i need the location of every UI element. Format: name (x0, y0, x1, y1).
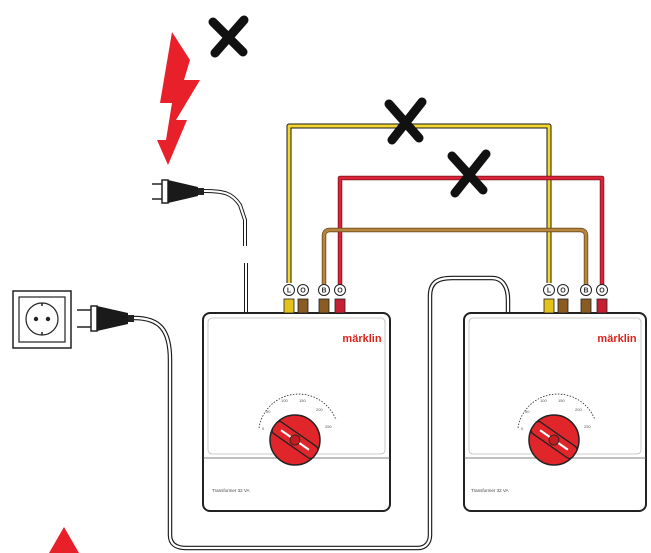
dial-scale-label: 50 (266, 409, 271, 414)
brown-wire (321, 227, 589, 285)
speed-dial: 0 50 100 150 200 250 (258, 393, 337, 466)
dial-scale-label: 150 (558, 398, 565, 403)
dial-scale-label: 200 (316, 407, 323, 412)
terminal-label: B (583, 288, 588, 295)
transformer-right: L O B O märklin 0 50 100 150 200 250 (463, 284, 647, 512)
prohibited-x-icon (384, 97, 427, 145)
brand-logo: märklin (342, 333, 381, 345)
warning-triangle-icon (49, 527, 79, 553)
plug-icon (77, 305, 134, 332)
model-label: Transformer 32 VA (471, 488, 509, 493)
speed-dial: 0 50 100 150 200 250 (517, 393, 596, 466)
dial-scale-label: 100 (281, 398, 288, 403)
model-label: Transformer 32 VA (212, 488, 250, 493)
wall-socket-icon (12, 290, 72, 349)
lightning-icon (157, 32, 200, 165)
dial-scale-label: 150 (299, 398, 306, 403)
yellow-wire (286, 123, 552, 283)
dial-scale-label: 50 (525, 409, 530, 414)
prohibited-x-icon (208, 15, 249, 58)
terminal-block: L O B O (283, 284, 346, 314)
terminal-label: O (560, 288, 566, 295)
terminal-label: O (300, 288, 306, 295)
prohibited-x-icon (447, 149, 491, 198)
dial-scale-label: 0 (262, 426, 265, 431)
brand-logo: märklin (597, 333, 636, 345)
terminal-label: O (599, 288, 605, 295)
dial-scale-label: 200 (575, 407, 582, 412)
plug-icon (152, 179, 204, 204)
terminal-label: L (287, 288, 292, 295)
terminal-label: L (547, 288, 552, 295)
transformer-left: L O B O märklin 0 50 100 150 200 250 (202, 284, 391, 512)
dial-scale-label: 0 (521, 426, 524, 431)
dial-scale-label: 250 (584, 424, 591, 429)
terminal-block: L O B O (543, 284, 608, 314)
terminal-label: O (337, 288, 343, 295)
dial-scale-label: 250 (325, 424, 332, 429)
terminal-label: B (321, 288, 326, 295)
dial-scale-label: 100 (540, 398, 547, 403)
